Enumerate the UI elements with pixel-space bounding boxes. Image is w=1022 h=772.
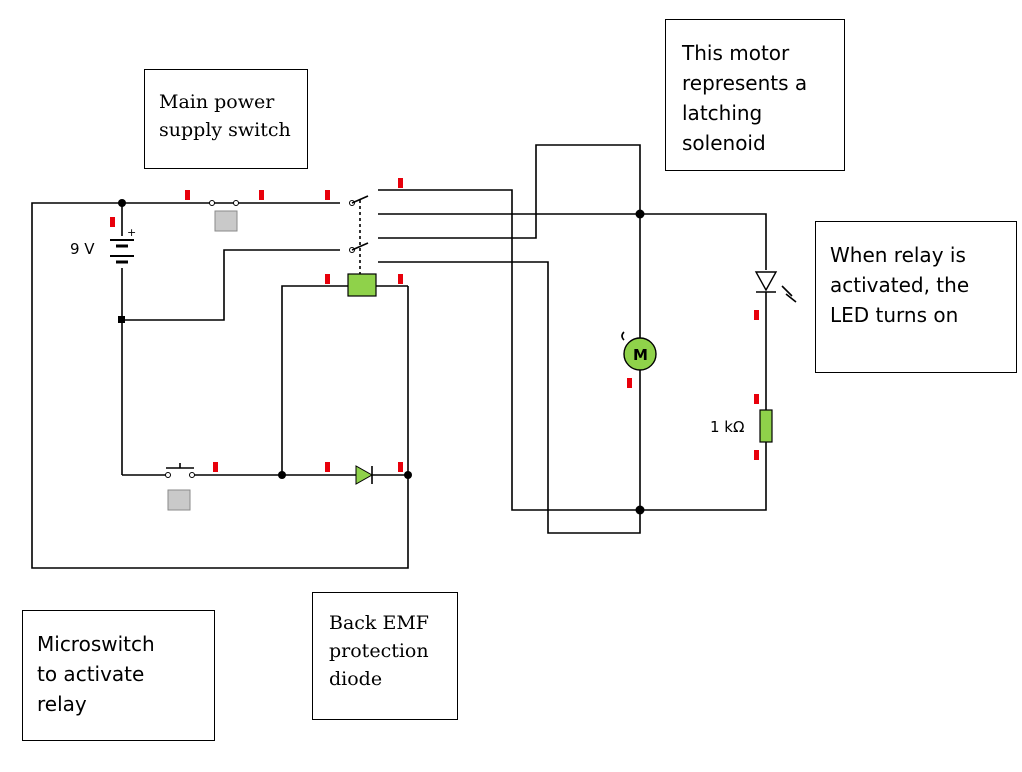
note-back-emf-diode: Back EMF protection diode xyxy=(312,592,458,720)
microswitch-button[interactable] xyxy=(167,489,191,511)
battery-plus-sign: + xyxy=(127,226,136,239)
motor: M xyxy=(621,331,657,371)
wires xyxy=(31,144,767,569)
resistor: 1 kΩ xyxy=(710,409,773,443)
wire-relay-nc2 xyxy=(378,261,641,534)
junction-right-top xyxy=(635,209,645,219)
motor-symbol: M xyxy=(633,346,648,364)
note-main-power-switch: Main power supply switch xyxy=(144,69,308,169)
battery: 9 V + xyxy=(70,226,136,264)
wire-junction-relay xyxy=(122,249,340,321)
resistor-label: 1 kΩ xyxy=(710,418,744,436)
junction-battery-top xyxy=(118,199,126,207)
back-emf-diode xyxy=(355,465,374,485)
led xyxy=(754,271,797,303)
microswitch[interactable] xyxy=(165,463,195,511)
relay xyxy=(347,195,377,297)
junction-diode-right xyxy=(404,471,412,479)
junction-diode-left xyxy=(278,471,286,479)
junctions xyxy=(118,199,645,515)
wire-relay-no2 xyxy=(378,144,641,239)
junction-right-bottom xyxy=(635,505,645,515)
wire-coil-left xyxy=(281,285,348,475)
note-led-activation: When relay is activated, the LED turns o… xyxy=(815,221,1017,373)
terminal-pins xyxy=(110,178,759,472)
note-motor-latching-solenoid: This motor represents a latching solenoi… xyxy=(665,19,845,171)
wire-resistor-bottom xyxy=(640,442,767,511)
junction-battery-bottom xyxy=(118,316,125,323)
main-power-switch[interactable] xyxy=(209,200,239,232)
wire-relay-no1 xyxy=(378,189,640,511)
battery-label: 9 V xyxy=(70,240,95,258)
note-microswitch: Microswitch to activate relay xyxy=(22,610,215,741)
main-switch-button[interactable] xyxy=(214,210,238,232)
wire-relay-nc1 xyxy=(378,213,767,270)
relay-coil xyxy=(347,273,377,297)
